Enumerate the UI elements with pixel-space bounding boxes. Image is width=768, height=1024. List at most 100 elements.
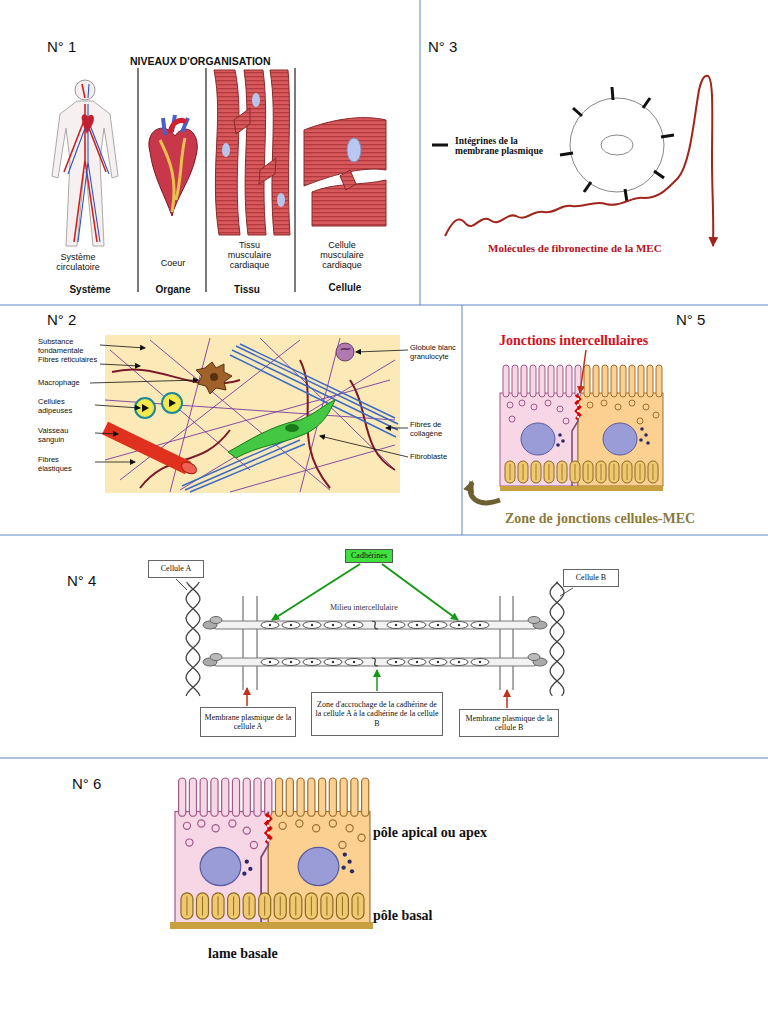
microvillus [265,778,272,816]
cadherin-dot [395,624,397,626]
vesicle [183,822,190,829]
helix-strand [186,582,200,696]
mitochondrion [557,461,567,483]
box-text: Membrane plasmique de la cellule B [463,714,555,732]
artery [64,84,106,242]
microvillus [503,365,509,397]
anchor-protein [528,617,540,624]
mitochondrion [181,893,193,919]
column-line [205,68,206,292]
cadherin-domain [303,622,321,629]
cell-membrane [570,98,664,192]
vesicle [198,820,205,827]
junction-dot [577,404,579,406]
membrane-arrow [506,690,508,708]
mitochondrion-crest [186,896,187,915]
integrin [612,87,613,100]
granule [639,438,643,442]
cadherin-domain [471,622,489,629]
vesicle [653,412,659,418]
label-box: Zone d'accrochage de la cadhérine de la … [311,692,443,736]
mitochondrion-crest [588,464,589,480]
leader-line [95,405,140,408]
mitochondrion-crest [653,464,654,480]
cadherin-link [372,621,378,666]
cadherin-domain [408,659,426,666]
microvillus [557,365,563,397]
mitochondrion-crest [264,896,265,915]
mitochondrion [352,893,364,919]
mitochondrion [622,461,632,483]
elastic-fibers [112,360,395,488]
muscle-fiber [244,70,266,235]
mitochondrion-crest [295,896,296,915]
cadherin-dot [290,624,292,626]
vesicle [637,418,643,424]
microvillus [548,365,554,397]
muscle-branch [340,170,356,190]
junction-dot [267,832,270,835]
leader-line [95,462,135,463]
vesicle [229,820,236,827]
leader-line [320,436,408,457]
mitochondrion [648,461,658,483]
epithelium [175,778,370,929]
level-name: Organe [140,284,206,295]
vessel-opening [180,460,199,476]
small-heart [82,114,94,134]
heart-vessel [163,115,188,135]
granulocyte [336,343,354,361]
cadherin-domain [450,659,468,666]
text-label: pôle apical ou apex [373,825,487,841]
integrin [643,98,650,108]
ground-substance [105,335,400,493]
basal-lamina [500,486,663,491]
vesicle [563,418,569,424]
panel-borders [0,0,768,758]
panel-title: NIVEAUX D'ORGANISATION [130,55,271,67]
basal-lamina [170,922,373,929]
text-label: Milieu intercellulaire [330,603,398,612]
label-box: Membrane plasmique de la cellule A [200,707,296,737]
cadherin-domain [261,622,279,629]
text-label: Cellule musculaire cardiaque [312,240,372,270]
nucleus [200,847,241,885]
microvillus [351,778,358,816]
nucleus [521,423,555,455]
aorta [170,120,186,133]
box-text: Cadhérines [351,551,387,560]
box-pointer [176,579,187,590]
box-text: Cellule B [576,573,606,582]
separator [0,305,768,306]
microvillus [656,365,662,397]
cadherin-dot [416,661,418,663]
vesicle [250,841,257,848]
body-outline [52,101,118,246]
integrin [584,182,591,192]
vesicle [629,400,635,406]
leader-line [386,428,408,429]
integrin-key [432,144,448,147]
text-label: Fibroblaste [410,452,480,461]
vesicle [329,820,336,827]
mitochondrion [570,461,580,483]
tight-junction [576,395,580,419]
nucleus [603,423,637,455]
text-label: Cellules adipeuses [38,397,93,415]
helix-strand [186,582,200,696]
separator [0,535,768,536]
junction-dot [577,416,579,418]
mitochondrion [505,461,515,483]
vesicle [313,825,320,832]
level-name: Système [42,284,138,295]
integrin [654,171,664,178]
muscle-fiber [270,70,290,235]
microvillus [602,365,608,397]
microvillus [566,365,572,397]
column-line [294,68,295,292]
mitochondrion-crest [549,464,550,480]
microvillus [362,778,369,816]
text-label: Vaisseau sanguin [38,426,93,444]
box-text: Membrane plasmique de la cellule A [204,713,292,731]
cadherin-domain [387,622,405,629]
